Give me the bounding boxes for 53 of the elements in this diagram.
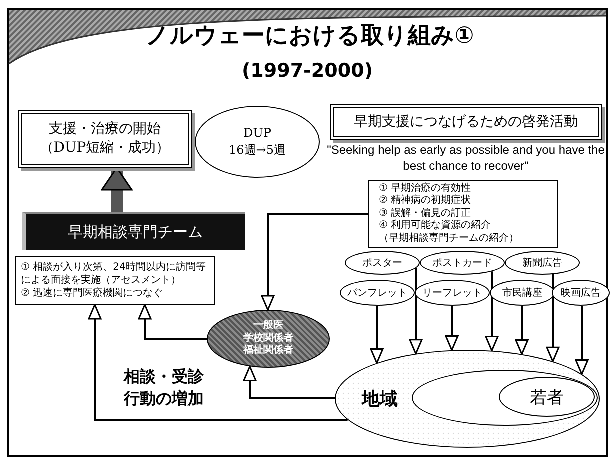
note-box xyxy=(15,256,215,305)
node-text: ④ 利用可能な資源の紹介 xyxy=(379,220,492,232)
youth-ellipse xyxy=(499,377,595,417)
arrow xyxy=(88,304,348,421)
node-text: 早期相談専門チーム xyxy=(68,222,203,242)
node-text: DUP xyxy=(244,125,272,142)
node-text: （早期相談専門チームの紹介） xyxy=(379,232,519,246)
node-text: （DUP短縮・成功） xyxy=(40,139,170,158)
node-text: 早期支援につなげるための啓発活動 xyxy=(354,112,578,132)
quote-text: "Seeking help as early as possible and you have the best chance to recover" xyxy=(326,143,606,174)
node-text: ポストカード xyxy=(432,257,492,270)
node-text: 学校関係者 xyxy=(244,332,294,344)
node-text: パンフレット xyxy=(348,287,408,300)
node-text: ① 早期治療の有効性 xyxy=(379,182,472,194)
media-ellipse xyxy=(490,280,555,306)
arrow xyxy=(515,306,529,356)
media-ellipse xyxy=(345,251,420,275)
arrow xyxy=(138,304,207,340)
title: ノルウェーにおける取り組み① xyxy=(144,22,476,51)
heading-box xyxy=(330,104,602,140)
media-ellipse xyxy=(420,251,505,275)
node-text: 地域 xyxy=(362,388,398,411)
arrow xyxy=(445,306,459,352)
arrow xyxy=(261,213,368,311)
node-text: 16週→5週 xyxy=(229,142,286,159)
heading-box xyxy=(18,110,192,168)
subtitle: (1997-2000) xyxy=(240,60,374,82)
node-text: ② 迅速に専門医療機関につなぐ xyxy=(21,287,164,300)
node-text: ① 相談が入り次第、24時間以内に訪問等による面接を実施（アセスメント） xyxy=(21,261,207,287)
arrow xyxy=(370,306,384,364)
arrow xyxy=(546,274,560,362)
inner-ellipse xyxy=(412,370,598,426)
node-text: リーフレット xyxy=(422,287,482,300)
node-text: 市民講座 xyxy=(502,286,542,300)
arrow xyxy=(485,272,499,352)
annotation-text: 相談・受診行動の増加 xyxy=(122,366,205,410)
node-text: ② 精神病の初期症状 xyxy=(379,195,472,208)
node-text: 映画広告 xyxy=(561,286,601,300)
node-text: 福祉関係者 xyxy=(244,345,294,358)
media-ellipse xyxy=(415,280,490,306)
team-box xyxy=(22,212,245,250)
node-text: ポスター xyxy=(362,257,402,270)
node-text: 若者 xyxy=(530,386,564,408)
node-text: ③ 誤解・偏見の訂正 xyxy=(379,208,472,220)
arrow xyxy=(575,306,589,376)
arrow xyxy=(409,268,423,355)
node-text: 一般医 xyxy=(254,320,284,332)
media-ellipse xyxy=(552,280,610,306)
node-text: 支援・治療の開始 xyxy=(49,120,161,139)
list-box xyxy=(368,180,558,248)
node-text: 新聞広告 xyxy=(522,256,562,270)
media-ellipse xyxy=(340,280,415,306)
arrow xyxy=(243,366,335,399)
